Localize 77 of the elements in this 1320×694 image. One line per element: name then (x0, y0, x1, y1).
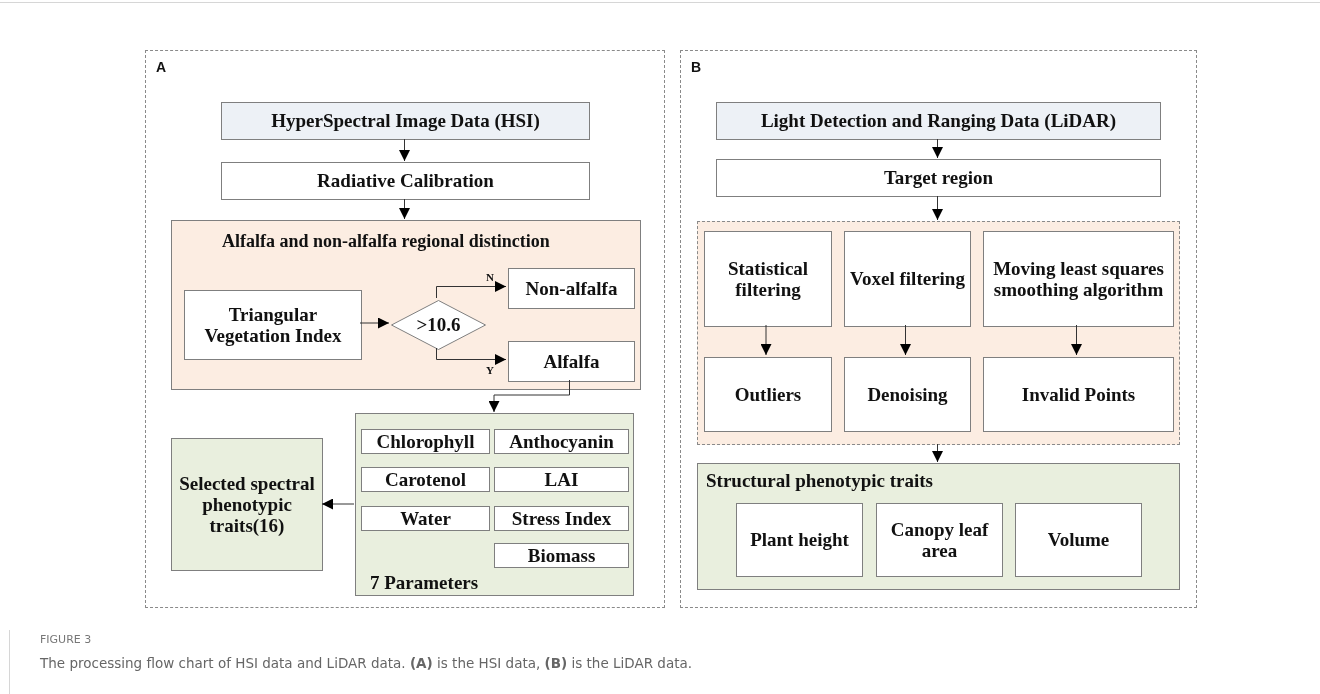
panel-letter: B (691, 60, 702, 76)
process-box (1015, 503, 1142, 577)
panel-frame (680, 50, 1197, 608)
process-box (494, 429, 629, 454)
process-box (171, 438, 323, 571)
dashed-group-panel (697, 221, 1180, 445)
process-box (983, 231, 1174, 327)
process-box (508, 341, 635, 382)
box-label: Water (399, 507, 452, 530)
process-box (361, 429, 490, 454)
process-box (221, 162, 590, 200)
section-heading: 7 Parameters (370, 571, 479, 593)
process-box (704, 357, 832, 432)
process-box (716, 159, 1161, 197)
box-label: Chlorophyll (375, 430, 476, 453)
box-label: Canopy leaf area (889, 518, 990, 562)
box-label: Selected spectral phenotypic traits(16) (178, 472, 316, 537)
process-box (361, 506, 490, 531)
box-label: HyperSpectral Image Data (HSI) (270, 110, 541, 132)
arrow (900, 324, 911, 356)
process-box (494, 506, 629, 531)
box-label: Light Detection and Ranging Data (LiDAR) (759, 110, 1118, 132)
box-label: Alfalfa (542, 350, 601, 373)
process-box (361, 467, 490, 492)
arrow (399, 138, 410, 162)
arrow (436, 347, 507, 365)
group-panel (697, 463, 1180, 590)
arrow (932, 443, 943, 463)
box-label: Plant height (749, 529, 850, 551)
process-box (494, 543, 629, 568)
box-label: Biomass (526, 544, 597, 567)
arrow (932, 138, 943, 159)
panel-letter: A (156, 60, 167, 76)
box-label: Invalid Points (1020, 383, 1137, 406)
box-label: Moving least squares smoothing algorithm (992, 257, 1165, 301)
process-box (184, 290, 362, 360)
panel-frame (145, 50, 665, 608)
process-box (876, 503, 1003, 577)
process-box (844, 231, 971, 327)
arrow (321, 498, 355, 510)
process-box (494, 467, 629, 492)
process-box (704, 231, 832, 327)
process-box (844, 357, 971, 432)
box-label: LAI (543, 468, 580, 491)
box-label: Volume (1046, 529, 1111, 551)
process-box (983, 357, 1174, 432)
arrow (359, 317, 390, 329)
box-label: >10.6 (415, 314, 462, 336)
group-panel (171, 220, 641, 390)
box-label: Target region (882, 167, 995, 189)
process-box (716, 102, 1161, 140)
section-heading: Alfalfa and non-alfalfa regional distinction (222, 231, 550, 252)
arrow (436, 281, 507, 299)
arrow (760, 324, 772, 356)
box-label: Outliers (733, 383, 803, 406)
section-heading: Structural phenotypic traits (706, 470, 933, 492)
process-box (508, 268, 635, 309)
process-box (221, 102, 590, 140)
arrow (399, 198, 410, 220)
figure-number: FIGURE 3 (40, 633, 92, 646)
group-panel (355, 413, 634, 596)
box-label: Stress Index (510, 507, 613, 530)
caption: The processing flow chart of HSI data and LiDAR data. (A) is the HSI data, (B) is the LiDAR data. (40, 655, 693, 671)
edge-label: Y (486, 363, 494, 376)
box-label: Voxel filtering (850, 268, 965, 290)
box-label: Radiative Calibration (316, 170, 495, 192)
box-label: Non-alfalfa (524, 277, 619, 300)
arrow (932, 195, 943, 221)
edge-label: N (486, 270, 494, 283)
box-label: Statistical filtering (726, 257, 810, 301)
process-box (736, 503, 863, 577)
arrow (488, 379, 570, 413)
arrow (1071, 324, 1082, 356)
box-label: Carotenol (384, 468, 467, 491)
box-label: Triangular Vegetation Index (203, 303, 343, 347)
box-label: Anthocyanin (508, 430, 615, 453)
box-label: Denoising (866, 383, 949, 406)
